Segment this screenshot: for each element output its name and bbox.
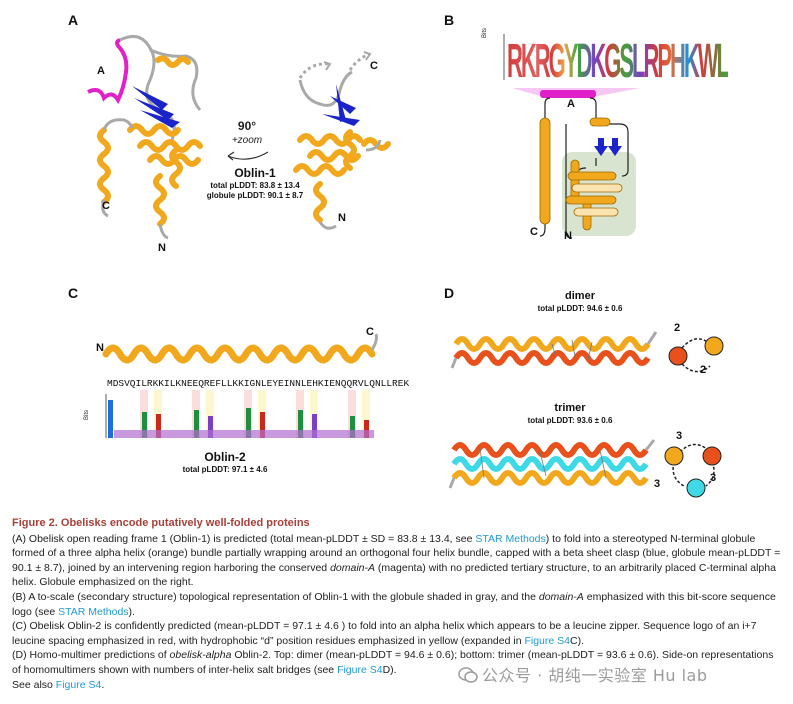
oblin2-n-label: N [96,342,104,354]
dimer-bridge-count-bottom: 2 [700,364,707,376]
wechat-icon [458,667,478,683]
domain-a-logo-bits-label: Bits [482,27,488,38]
trimer-salt-bridge-diagram [664,443,722,498]
panel-b-letter: B [444,12,455,28]
oblin1-globule-plddt: globule pLDDT: 90.1 ± 8.7 [206,191,304,200]
trimer-plddt: total pLDDT: 93.6 ± 0.6 [527,416,613,425]
oblin2-helix [102,333,378,364]
c-terminus-label-left: C [102,200,110,212]
dimer-title: dimer [565,290,595,302]
oblin2-logo-bits-label: Bits [84,409,90,420]
caption-see-also: See also Figure S4. [12,678,105,691]
oblin1-name: Oblin-1 [234,166,276,180]
caption-paragraph-d: (D) Homo-multimer predictions of obelisk… [12,649,774,676]
rotation-degrees: 90° [237,119,257,133]
domain-a-logo-axis [503,34,505,80]
oblin2-name: Oblin-2 [204,450,246,464]
trimer-title: trimer [554,402,586,414]
oblin2-c-label: C [366,326,374,338]
caption-title: Figure 2. Obelisks encode putatively wel… [12,517,310,529]
figure-s4-link-d[interactable]: Figure S4 [337,663,383,676]
topology-n-label: N [564,230,572,242]
watermark-text: 公众号 · 胡纯一实验室 Hu lab [482,666,708,685]
figure-s4-link-see-also[interactable]: Figure S4 [55,678,102,691]
trimer-bridge-count-left: 3 [654,478,661,490]
rotation-arrow-icon [227,151,269,161]
domain-a-label: A [97,65,105,77]
trimer-bridge-count-right: 3 [710,472,717,484]
trimer-bridge-count-top: 3 [676,430,683,442]
rotation-annotation: 90° +zoom [212,120,282,147]
dimer-plddt: total pLDDT: 94.6 ± 0.6 [537,304,623,313]
dimer-bridge-count-top: 2 [674,322,681,334]
caption-paragraph-a: (A) Obelisk open reading frame 1 (Oblin-… [12,532,781,589]
domain-a-sequence-logo: RKRGYDKGSLRPHKWL [507,30,730,86]
figure-s4-link-c[interactable]: Figure S4 [524,634,570,647]
oblin2-total-plddt: total pLDDT: 97.1 ± 4.6 [182,465,268,474]
panel-c-letter: C [68,285,79,301]
panel-a-letter: A [68,12,79,28]
dimer-structure [450,331,658,369]
trimer-structure [448,439,656,489]
figure-caption: Figure 2. Obelisks encode putatively wel… [12,516,782,692]
rotation-zoom: +zoom [231,135,263,146]
watermark: 公众号 · 胡纯一实验室 Hu lab [458,662,708,686]
dimer-salt-bridge-diagram [668,336,724,373]
n-terminus-label-right: N [338,212,346,224]
topology-c-label: C [530,226,538,238]
caption-paragraph-c: (C) Obelisk Oblin-2 is confidently predi… [12,620,757,647]
topology-domain-a-label: A [567,98,575,110]
oblin2-sequence-logo [105,390,374,438]
oblin2-sequence: MDSVQILRKKILKNEEQREFLLKKIGNLEYEINNLEHKIE… [107,378,410,389]
oblin1-total-plddt: total pLDDT: 83.8 ± 13.4 [210,181,300,190]
caption-paragraph-b: (B) A to-scale (secondary structure) top… [12,590,776,618]
c-terminus-label-right: C [370,60,378,72]
star-methods-link-a[interactable]: STAR Methods [475,532,546,545]
n-terminus-label-left: N [158,242,166,254]
star-methods-link-b[interactable]: STAR Methods [58,605,129,618]
logo-letters: RKRGYDKGSLRPHKWL [507,33,730,89]
panel-d-letter: D [444,285,455,301]
